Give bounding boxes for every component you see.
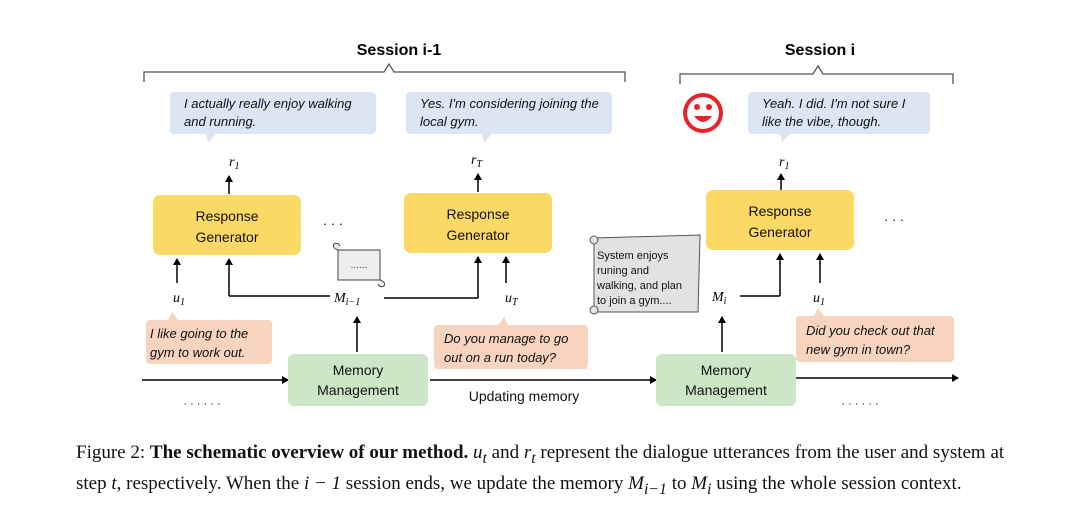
svg-text:new gym in town?: new gym in town?: [806, 342, 911, 357]
dots-left: · · · · · ·: [183, 398, 220, 410]
system-bubble-2-line2: local gym.: [420, 114, 479, 129]
svg-text:runing and: runing and: [597, 265, 649, 277]
system-bubble-3: Yeah. I did. I'm not sure I like the vib…: [748, 92, 930, 142]
svg-text:to join a gym....: to join a gym....: [597, 295, 672, 307]
svg-text:System enjoys: System enjoys: [597, 250, 669, 262]
system-bubble-1-line2: and running.: [184, 114, 256, 129]
session-right-title: Session i: [785, 42, 855, 59]
svg-text:......: ......: [351, 260, 368, 271]
memory-scroll-icon: ......: [333, 242, 385, 288]
label-r1-left: r1: [229, 155, 239, 172]
label-u1-right: u1: [813, 291, 825, 308]
label-u1-left: u1: [173, 291, 185, 308]
label-uT: uT: [505, 291, 519, 308]
response-generator-3: Response Generator: [706, 190, 854, 250]
svg-text:Generator: Generator: [748, 224, 811, 240]
svg-text:Management: Management: [317, 382, 399, 398]
memory-scroll-note: System enjoys runing and walking, and pl…: [589, 234, 701, 315]
svg-text:I like going to the: I like going to the: [150, 326, 248, 341]
dots-right: · · · · · ·: [841, 398, 878, 410]
svg-text:Did you check out that: Did you check out that: [806, 323, 936, 338]
label-r1-right: r1: [779, 155, 789, 172]
session-left-brace: [143, 62, 626, 82]
system-bubble-2-line1: Yes. I'm considering joining the: [420, 96, 599, 111]
caption-title: The schematic overview of our method.: [149, 442, 469, 463]
response-generator-2: Response Generator: [404, 193, 552, 253]
svg-text:Management: Management: [685, 382, 767, 398]
label-M-prev: Mi−1: [333, 291, 360, 308]
system-bubble-1-line1: I actually really enjoy walking: [184, 96, 352, 111]
svg-text:walking, and plan: walking, and plan: [596, 280, 682, 292]
caption-label: Figure 2:: [76, 442, 146, 463]
label-M-cur: Mi: [711, 290, 727, 307]
ellipsis-right: · · ·: [884, 212, 904, 227]
svg-text:Response: Response: [195, 208, 258, 224]
svg-text:gym to work out.: gym to work out.: [150, 345, 245, 360]
user-bubble-2: Do you manage to go out on a run today?: [434, 317, 588, 369]
session-right-brace: [679, 64, 954, 84]
user-bubble-3: Did you check out that new gym in town?: [796, 308, 954, 362]
svg-text:Generator: Generator: [195, 229, 258, 245]
svg-text:Generator: Generator: [446, 227, 509, 243]
session-left-title: Session i-1: [357, 42, 442, 59]
memory-management-2: Memory Management: [656, 354, 796, 406]
system-bubble-3-line1: Yeah. I did. I'm not sure I: [762, 96, 906, 111]
svg-text:Memory: Memory: [701, 362, 752, 378]
svg-text:Memory: Memory: [333, 362, 384, 378]
svg-text:Response: Response: [446, 206, 509, 222]
method-diagram: Session i-1 Session i I actually really …: [142, 42, 959, 410]
smiley-icon: [683, 93, 723, 133]
system-bubble-1: I actually really enjoy walking and runn…: [170, 92, 376, 142]
svg-text:out on a run today?: out on a run today?: [444, 350, 557, 365]
svg-text:Response: Response: [748, 203, 811, 219]
ellipsis-mid: · · ·: [323, 216, 343, 231]
updating-memory-label: Updating memory: [469, 388, 580, 404]
system-bubble-3-line2: like the vibe, though.: [762, 114, 881, 129]
response-generator-1: Response Generator: [153, 195, 301, 255]
user-bubble-1: I like going to the gym to work out.: [146, 312, 272, 364]
label-rT: rT: [471, 153, 483, 170]
figure-caption: Figure 2: The schematic overview of our …: [76, 442, 1005, 498]
memory-management-1: Memory Management: [288, 354, 428, 406]
svg-text:Do you manage to go: Do you manage to go: [444, 331, 568, 346]
system-bubble-2: Yes. I'm considering joining the local g…: [406, 92, 612, 142]
